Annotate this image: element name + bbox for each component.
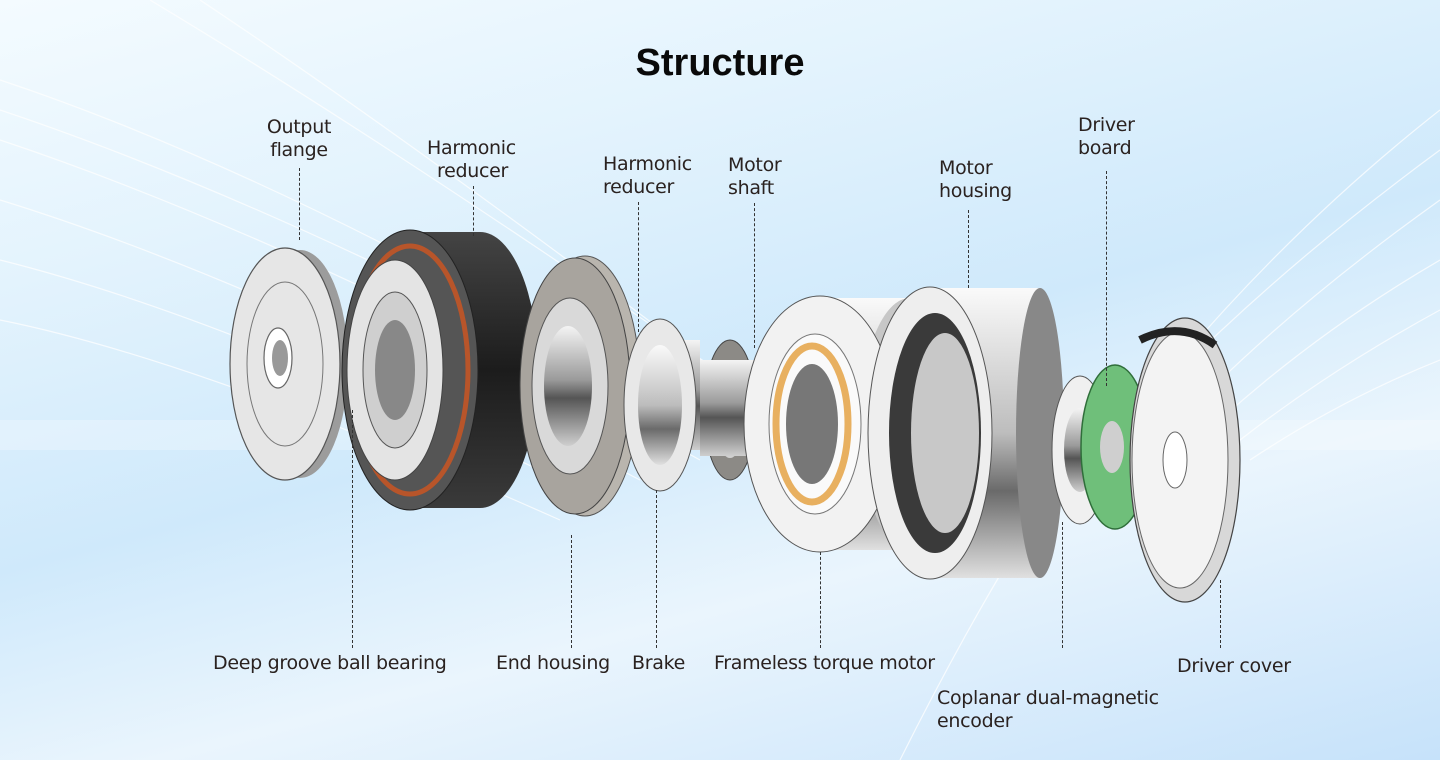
label-line: Frameless torque motor xyxy=(714,652,935,674)
part-end-housing xyxy=(519,255,641,517)
label-line: Driver cover xyxy=(1177,655,1291,677)
label-line: Brake xyxy=(632,652,686,674)
leader-driver-board xyxy=(1106,171,1107,386)
leader-end-housing xyxy=(571,535,572,648)
label-line: Harmonic xyxy=(427,137,516,159)
label-coplanar-dual-magnetic-encoder: Coplanar dual-magnetic encoder xyxy=(937,687,1159,733)
label-line: encoder xyxy=(937,710,1013,732)
page-title: Structure xyxy=(635,42,805,84)
label-harmonic-reducer-2: Harmonic reducer xyxy=(603,153,692,199)
label-output-flange: Output flange xyxy=(249,116,349,162)
label-deep-groove-ball-bearing: Deep groove ball bearing xyxy=(213,652,447,675)
label-brake: Brake xyxy=(632,652,685,675)
label-line: housing xyxy=(939,180,1012,202)
part-harmonic-reducer-2 xyxy=(623,318,700,492)
leader-driver-cover xyxy=(1220,580,1221,648)
part-output-flange xyxy=(229,247,348,481)
label-harmonic-reducer-1: Harmonic reducer xyxy=(427,137,516,183)
label-end-housing: End housing xyxy=(496,652,610,675)
label-line: Motor xyxy=(939,157,993,179)
label-line: shaft xyxy=(728,177,774,199)
label-line: Harmonic xyxy=(603,153,692,175)
leader-motor-shaft xyxy=(754,203,755,348)
leader-brake xyxy=(656,490,657,648)
label-line: reducer xyxy=(437,160,509,182)
part-motor-housing xyxy=(867,286,1064,580)
label-line: reducer xyxy=(603,176,675,198)
label-line: Motor xyxy=(728,154,782,176)
leader-harmonic-reducer-1 xyxy=(473,186,474,236)
label-line: flange xyxy=(270,139,328,161)
label-motor-housing: Motor housing xyxy=(939,157,1012,203)
leader-harmonic-reducer-2 xyxy=(638,202,639,332)
label-driver-board: Driver board xyxy=(1078,114,1135,160)
label-driver-cover: Driver cover xyxy=(1177,655,1291,678)
part-driver-cover xyxy=(1129,317,1241,603)
label-line: Deep groove ball bearing xyxy=(213,652,447,674)
label-line: Coplanar dual-magnetic xyxy=(937,687,1159,709)
leader-motor-housing xyxy=(968,210,969,288)
label-line: Output xyxy=(266,116,332,138)
part-harmonic-reducer-1 xyxy=(341,229,538,511)
label-line: board xyxy=(1078,137,1132,159)
leader-output-flange xyxy=(299,168,300,240)
leader-deep-groove-ball-bearing xyxy=(352,410,353,648)
leader-frameless-torque-motor xyxy=(820,552,821,648)
leader-coplanar-dual-magnetic-encoder xyxy=(1062,522,1063,648)
label-frameless-torque-motor: Frameless torque motor xyxy=(714,652,935,675)
label-line: Driver xyxy=(1078,114,1135,136)
label-line: End housing xyxy=(496,652,610,674)
label-motor-shaft: Motor shaft xyxy=(728,154,782,200)
